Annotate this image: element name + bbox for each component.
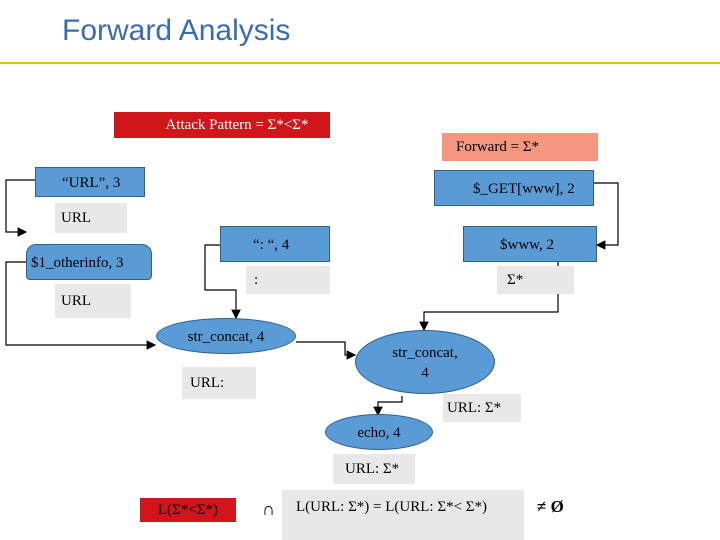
attack-pattern-box: Attack Pattern = Σ*<Σ* — [114, 112, 330, 138]
edge-colon-to-concat1 — [204, 244, 241, 320]
node-www: $www, 2 — [463, 226, 597, 262]
node-otherinfo: $1_otherinfo, 3 — [26, 244, 152, 280]
str-concat-2-name: str_concat, — [392, 345, 458, 361]
label-url-1: URL — [55, 203, 127, 233]
edge-otherinfo-to-concat1 — [5, 261, 157, 350]
equation-text: L(URL: Σ*) = L(URL: Σ*< Σ*) — [296, 499, 488, 515]
edge-concat1-to-concat2 — [296, 341, 357, 360]
not-empty-symbol: ≠ Ø — [537, 497, 564, 516]
label-url-sigma-1: URL: Σ* — [443, 394, 521, 422]
title-divider — [0, 62, 720, 64]
equation-box: L(URL: Σ*) = L(URL: Σ*< Σ*) — [282, 490, 524, 540]
edge-url-to-concat1 — [5, 179, 35, 237]
node-echo: echo, 4 — [325, 414, 433, 450]
label-colon: : — [246, 266, 330, 294]
edge-concat2-to-echo — [373, 396, 403, 417]
attack-language-box: L(Σ*<Σ*) — [140, 498, 236, 522]
forward-label-box: Forward = Σ* — [442, 133, 598, 161]
label-url-2: URL — [55, 284, 131, 318]
node-str-concat-2: str_concat, 4 — [355, 330, 495, 394]
edge-get-to-www — [593, 182, 619, 250]
label-url-sigma-2: URL: Σ* — [333, 454, 415, 484]
str-concat-2-line: 4 — [421, 365, 429, 381]
label-sigma: Σ* — [497, 266, 574, 294]
node-str-concat-1: str_concat, 4 — [156, 318, 296, 354]
node-colon-literal: “: “, 4 — [220, 226, 330, 262]
node-url-literal: “URL”, 3 — [35, 167, 145, 197]
intersection-symbol: ∩ — [262, 499, 275, 519]
label-url-colon: URL: — [182, 367, 256, 399]
page-title: Forward Analysis — [62, 14, 291, 47]
node-get-www: $_GET[www], 2 — [434, 170, 594, 206]
